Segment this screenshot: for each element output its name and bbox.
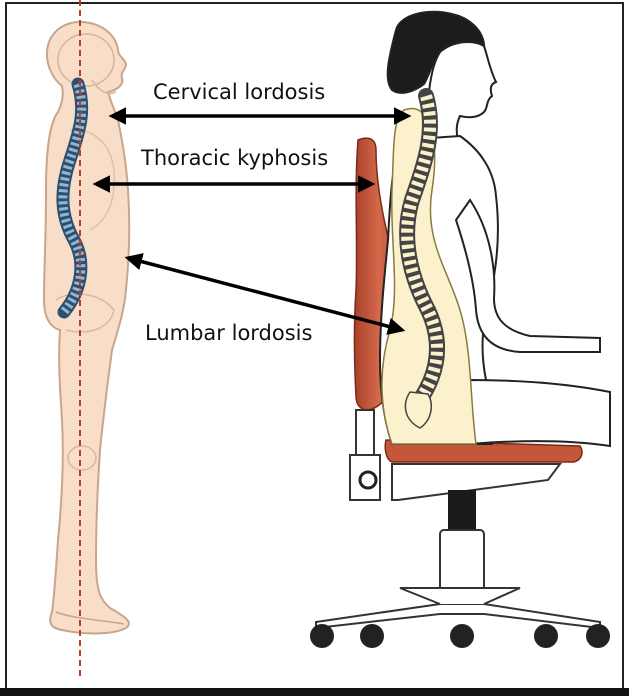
caster xyxy=(310,624,334,648)
thoracic-kyphosis-label: Thoracic kyphosis xyxy=(141,146,328,170)
caster xyxy=(534,624,558,648)
cervical-lordosis-label: Cervical lordosis xyxy=(153,80,325,104)
chair-base xyxy=(316,604,600,628)
gas-cylinder xyxy=(448,490,476,530)
bracket-knob xyxy=(360,472,376,488)
standing-figure xyxy=(44,22,129,634)
casters xyxy=(310,624,610,648)
frame-bottom-border xyxy=(0,688,629,696)
seated-figure xyxy=(380,12,610,446)
caster xyxy=(450,624,474,648)
caster xyxy=(586,624,610,648)
lumbar-lordosis-label: Lumbar lordosis xyxy=(145,321,312,345)
caster xyxy=(360,624,384,648)
thighs xyxy=(470,380,610,446)
chair-base-rear-leg xyxy=(400,588,520,604)
